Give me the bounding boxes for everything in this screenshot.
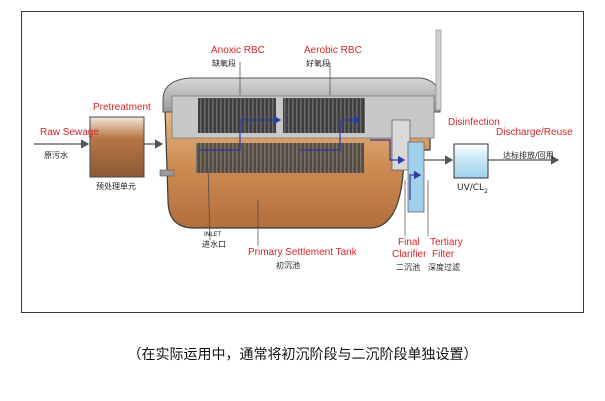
uv-label-text: UV/CL <box>457 183 485 193</box>
tertiary-filter-label-2: Filter <box>432 249 455 260</box>
anoxic-rbc-zh-label: 缺氧段 <box>212 59 236 68</box>
primary-settlement-tank-label: Primary Settlement Tank <box>248 247 357 258</box>
discharge-reuse-label: Discharge/Reuse <box>496 127 573 138</box>
inlet-label: INLET <box>204 231 222 238</box>
flow-arrow-anoxic <box>200 115 282 151</box>
lower-rbc-discs <box>196 143 364 173</box>
flow-arrow-to-clarifier <box>370 139 406 165</box>
flow-arrow-aerobic <box>300 115 362 151</box>
final-clarifier-label-2: Clarifier <box>392 249 427 260</box>
discharge-reuse-zh-label: 达标排放/回用 <box>503 151 554 160</box>
final-clarifier-zh-label: 二沉池 <box>396 263 420 272</box>
pretreatment-box <box>89 116 145 178</box>
anoxic-rbc-discs <box>198 98 276 133</box>
final-clarifier-label-1: Final <box>398 237 420 248</box>
aerobic-rbc-zh-label: 好氧段 <box>306 59 330 68</box>
anoxic-rbc-label: Anoxic RBC <box>211 45 265 56</box>
aerobic-rbc-discs <box>283 98 365 133</box>
raw-sewage-label: Raw Sewage <box>40 127 99 138</box>
vent-stack <box>435 29 442 111</box>
tertiary-filter-zh-label: 深度过滤 <box>428 263 460 272</box>
figure-caption: （在实际运用中，通常将初沉阶段与二沉阶段单独设置） <box>127 347 478 363</box>
inlet-pipe <box>159 169 175 177</box>
tertiary-filter-label-1: Tertiary <box>430 237 463 248</box>
inlet-pointer-line <box>207 167 211 241</box>
uv-disinfection-box <box>453 143 489 179</box>
clarifier-piping <box>391 119 411 171</box>
primary-settlement-tank-zh-label: 初沉池 <box>276 261 300 270</box>
pretreatment-label: Pretreatment <box>93 102 151 113</box>
flow-arrow-filter <box>409 170 422 200</box>
aerobic-rbc-label: Aerobic RBC <box>304 45 362 56</box>
uv-label-subscript: 2 <box>484 187 488 195</box>
raw-sewage-zh-label: 原污水 <box>44 151 68 160</box>
pretreatment-zh-label: 预处理单元 <box>96 182 136 191</box>
uv-label: UV/CL2 <box>457 184 488 195</box>
inlet-zh-label: 进水口 <box>202 240 226 249</box>
disinfection-label: Disinfection <box>448 117 500 128</box>
